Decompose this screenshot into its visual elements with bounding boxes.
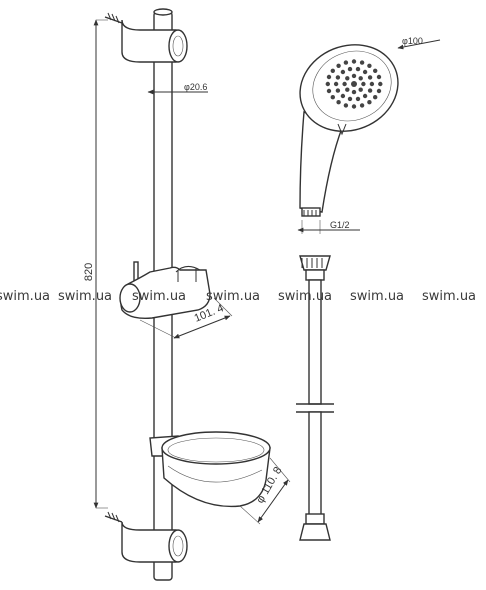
spray-nozzle — [347, 96, 353, 102]
thread-dimension: G1/2 — [297, 220, 360, 234]
spray-nozzle — [359, 103, 365, 108]
spray-nozzle — [351, 59, 357, 64]
shower-hose — [296, 255, 334, 541]
spray-nozzle — [373, 95, 378, 100]
spray-nozzle — [358, 87, 363, 92]
spray-nozzle — [342, 81, 347, 87]
spray-nozzle — [335, 75, 341, 80]
height-label: 820 — [83, 263, 95, 281]
top-wall-bracket — [104, 12, 188, 63]
spray-nozzle — [367, 63, 372, 68]
spray-nozzle — [351, 104, 357, 109]
spray-nozzle — [355, 96, 361, 102]
rail-diameter-dimension: φ20.6 — [147, 82, 208, 95]
spray-nozzle — [359, 60, 365, 65]
spray-nozzle — [340, 69, 346, 75]
spray-nozzle — [351, 89, 357, 95]
slider-holder — [119, 261, 211, 320]
watermark-text: swim.ua — [422, 289, 476, 304]
spray-nozzle — [325, 81, 330, 87]
watermark-text: swim.ua — [278, 289, 332, 304]
watermark-text: swim.ua — [0, 289, 50, 304]
spray-nozzle — [347, 66, 353, 72]
handshower-diameter-label: φ100 — [402, 36, 423, 46]
spray-nozzle — [367, 88, 373, 93]
spray-nozzle — [361, 81, 366, 87]
spray-nozzle — [351, 73, 357, 79]
spray-nozzle — [362, 69, 368, 75]
spray-nozzle — [326, 88, 332, 94]
spray-nozzle — [330, 68, 335, 74]
spray-nozzle — [333, 81, 339, 87]
handshower-diameter-dimension: φ100 — [397, 36, 441, 50]
spray-nozzle — [373, 68, 378, 74]
spray-nozzle — [336, 63, 341, 68]
spray-nozzle — [340, 93, 346, 99]
spray-nozzle — [330, 95, 335, 100]
watermark-text: swim.ua — [58, 289, 112, 304]
spray-nozzle — [336, 100, 341, 105]
spray-nozzle — [343, 60, 349, 65]
spray-nozzle — [326, 74, 332, 80]
thread-label: G1/2 — [330, 220, 350, 230]
spray-nozzle — [362, 93, 368, 99]
spray-nozzle — [376, 74, 382, 80]
spray-nozzle — [345, 87, 350, 92]
watermark-text: swim.ua — [350, 289, 404, 304]
spray-nozzle — [355, 66, 361, 72]
spray-nozzle — [367, 75, 373, 80]
bottom-wall-bracket — [104, 511, 188, 563]
spray-nozzle — [335, 88, 341, 93]
hand-shower — [299, 44, 399, 217]
spray-nozzle — [367, 100, 372, 105]
spray-nozzle — [378, 81, 383, 87]
height-dimension: 820 — [83, 19, 108, 509]
spray-nozzle — [351, 81, 357, 87]
spray-nozzles — [325, 59, 383, 109]
watermark-text: swim.ua — [206, 289, 260, 304]
rail-diameter-label: φ20.6 — [184, 82, 207, 92]
spray-nozzle — [376, 88, 382, 94]
spray-nozzle — [358, 76, 363, 81]
spray-nozzle — [369, 81, 375, 87]
watermark-row: swim.ua swim.ua swim.ua swim.ua swim.ua … — [0, 289, 476, 304]
spray-nozzle — [345, 76, 350, 81]
spray-nozzle — [343, 103, 349, 108]
watermark-text: swim.ua — [132, 289, 186, 304]
